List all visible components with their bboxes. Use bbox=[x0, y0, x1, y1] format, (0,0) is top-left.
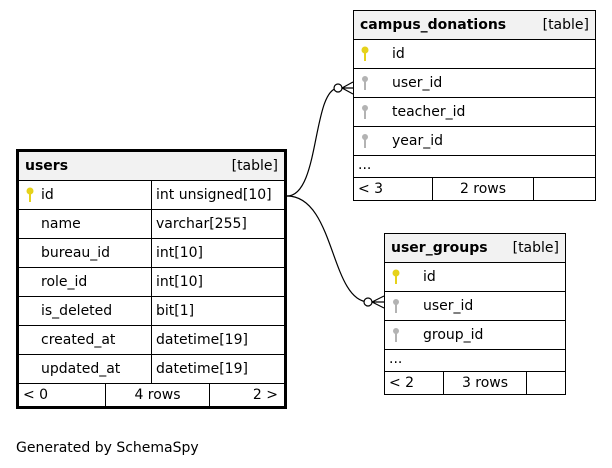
primary-key-icon bbox=[385, 269, 407, 285]
primary-key-icon bbox=[354, 46, 376, 62]
table-row: id int unsigned[10] bbox=[19, 181, 284, 210]
table-row: role_id int[10] bbox=[19, 268, 284, 297]
table-header: campus_donations [table] bbox=[354, 11, 595, 40]
table-row: teacher_id bbox=[354, 98, 595, 127]
column-name: group_id bbox=[423, 327, 484, 343]
user-groups-table[interactable]: user_groups [table] id user_id group_id … bbox=[384, 233, 566, 395]
foreign-key-icon bbox=[385, 298, 407, 314]
crowfoot-campus-donations bbox=[341, 81, 354, 95]
column-name: teacher_id bbox=[392, 104, 466, 120]
table-header: user_groups [table] bbox=[385, 234, 565, 263]
column-name: user_id bbox=[392, 75, 443, 91]
parents-count[interactable]: < 0 bbox=[19, 384, 106, 406]
generated-by-text: Generated by SchemaSpy bbox=[16, 440, 199, 456]
row-count: 2 rows bbox=[433, 178, 534, 200]
children-count bbox=[527, 372, 565, 394]
column-name: created_at bbox=[41, 332, 116, 348]
foreign-key-icon bbox=[354, 75, 376, 91]
table-footer: < 2 3 rows bbox=[385, 372, 565, 394]
column-name: updated_at bbox=[41, 361, 121, 377]
table-kind: [table] bbox=[512, 240, 559, 256]
children-count bbox=[534, 178, 595, 200]
parents-count[interactable]: < 2 bbox=[385, 372, 444, 394]
table-header: users [table] bbox=[19, 152, 284, 181]
table-row: group_id bbox=[385, 321, 565, 350]
users-table[interactable]: users [table] id int unsigned[10] name v… bbox=[16, 149, 287, 409]
column-name: year_id bbox=[392, 133, 444, 149]
column-type: datetime[19] bbox=[151, 326, 284, 354]
link-users-campus-donations bbox=[286, 87, 339, 197]
column-type: int unsigned[10] bbox=[151, 181, 284, 209]
column-type: bit[1] bbox=[151, 297, 284, 325]
table-kind: [table] bbox=[231, 158, 278, 174]
more-columns: ... bbox=[354, 156, 595, 178]
link-end-circle bbox=[363, 297, 373, 307]
table-row: is_deleted bit[1] bbox=[19, 297, 284, 326]
row-count: 4 rows bbox=[106, 384, 210, 406]
row-count: 3 rows bbox=[444, 372, 527, 394]
column-type: int[10] bbox=[151, 239, 284, 267]
campus-donations-table[interactable]: campus_donations [table] id user_id teac… bbox=[353, 10, 596, 201]
table-footer: < 0 4 rows 2 > bbox=[19, 384, 284, 406]
table-row: user_id bbox=[354, 69, 595, 98]
table-name: campus_donations bbox=[360, 17, 507, 33]
foreign-key-icon bbox=[385, 327, 407, 343]
column-name: id bbox=[41, 187, 54, 203]
table-row: year_id bbox=[354, 127, 595, 156]
table-row: id bbox=[385, 263, 565, 292]
column-type: varchar[255] bbox=[151, 210, 284, 238]
primary-key-icon bbox=[19, 187, 41, 203]
crowfoot-user-groups bbox=[371, 295, 385, 309]
more-columns: ... bbox=[385, 350, 565, 372]
column-name: role_id bbox=[41, 274, 88, 290]
table-row: bureau_id int[10] bbox=[19, 239, 284, 268]
column-name: id bbox=[392, 46, 405, 62]
column-name: user_id bbox=[423, 298, 474, 314]
table-row: name varchar[255] bbox=[19, 210, 284, 239]
table-footer: < 3 2 rows bbox=[354, 178, 595, 200]
table-row: id bbox=[354, 40, 595, 69]
column-name: bureau_id bbox=[41, 245, 111, 261]
column-name: id bbox=[423, 269, 436, 285]
table-name: users bbox=[25, 158, 69, 174]
column-type: int[10] bbox=[151, 268, 284, 296]
table-row: updated_at datetime[19] bbox=[19, 355, 284, 384]
link-users-user-groups bbox=[286, 195, 369, 303]
table-row: created_at datetime[19] bbox=[19, 326, 284, 355]
table-kind: [table] bbox=[542, 17, 589, 33]
table-row: user_id bbox=[385, 292, 565, 321]
children-count[interactable]: 2 > bbox=[252, 387, 278, 403]
table-name: user_groups bbox=[391, 240, 488, 256]
foreign-key-icon bbox=[354, 133, 376, 149]
column-name: name bbox=[41, 216, 81, 232]
column-type: datetime[19] bbox=[151, 355, 284, 383]
column-name: is_deleted bbox=[41, 303, 113, 319]
link-end-circle bbox=[333, 83, 343, 93]
parents-count[interactable]: < 3 bbox=[354, 178, 433, 200]
foreign-key-icon bbox=[354, 104, 376, 120]
